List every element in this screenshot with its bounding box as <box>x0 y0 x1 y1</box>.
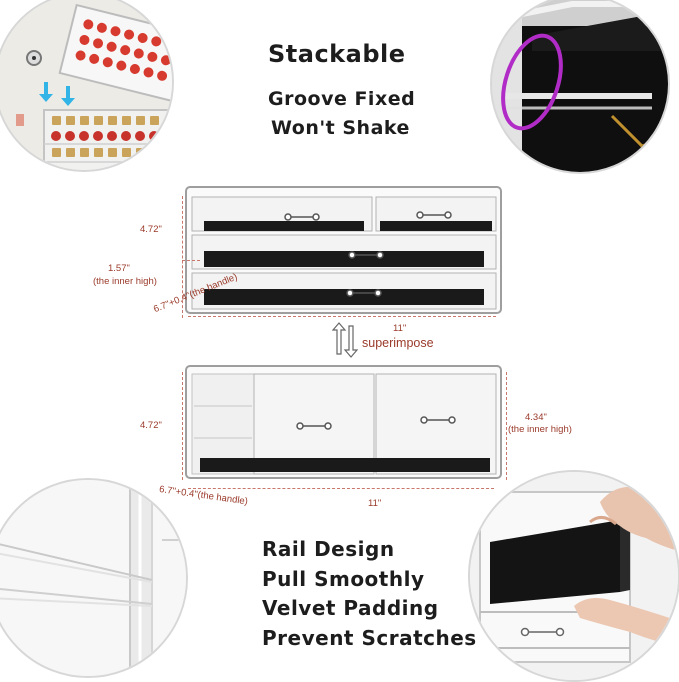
top-inner-height-label: 1.57" <box>108 263 130 274</box>
feature-prevent-scratches: Prevent Scratches <box>262 626 477 650</box>
width-guide-top <box>188 316 496 317</box>
inner-height-guide-bottom <box>506 372 507 480</box>
height-guide-bottom <box>182 372 183 480</box>
top-organizer-unit <box>180 185 510 329</box>
inner-height-guide-top <box>182 260 200 261</box>
stacked-lipstick-organizer-photo <box>0 0 174 172</box>
top-width-label: 11" <box>393 323 407 334</box>
top-organizer-illustration <box>185 186 502 314</box>
lipstick-trays-illustration <box>0 0 172 170</box>
highlight-ring <box>501 33 563 131</box>
feature-groove-fixed: Groove Fixed <box>268 88 416 110</box>
height-guide-top <box>182 196 183 318</box>
velvet-padding-photo <box>468 470 679 682</box>
feature-rail-design: Rail Design <box>262 537 395 561</box>
groove-detail-illustration <box>492 0 668 172</box>
feature-velvet-padding: Velvet Padding <box>262 596 439 620</box>
rail-detail-photo <box>0 478 188 678</box>
feature-wont-shake: Won't Shake <box>271 117 410 139</box>
headline-stackable: Stackable <box>268 40 406 68</box>
top-inner-height-note: (the inner high) <box>93 276 157 287</box>
bottom-width-label: 11" <box>368 498 382 509</box>
superimpose-label: superimpose <box>362 336 434 350</box>
bottom-height-label: 4.72" <box>140 420 162 431</box>
top-height-label: 4.72" <box>140 224 162 235</box>
feature-pull-smoothly: Pull Smoothly <box>262 567 425 591</box>
velvet-padding-illustration <box>470 472 678 680</box>
bottom-organizer-unit <box>180 364 510 488</box>
bottom-inner-height-note: (the inner high) <box>508 424 572 435</box>
groove-detail-photo <box>490 0 670 174</box>
width-guide-bottom <box>188 488 494 489</box>
up-down-arrow-icon <box>331 322 359 358</box>
rail-detail-illustration <box>0 480 186 676</box>
bottom-organizer-illustration <box>185 365 502 479</box>
bottom-inner-height-label: 4.34" <box>525 412 547 423</box>
superimpose-arrows <box>331 322 359 362</box>
